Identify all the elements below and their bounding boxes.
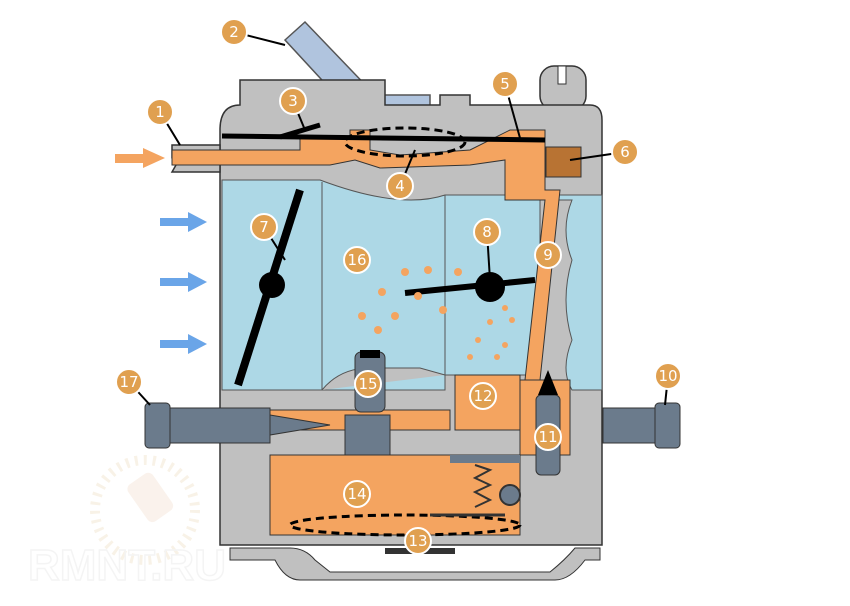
callout-8: 8	[473, 218, 501, 246]
callout-13: 13	[404, 527, 432, 555]
svg-text:2: 2	[229, 23, 239, 41]
callout-2: 2	[220, 18, 248, 46]
callout-9: 9	[534, 241, 562, 269]
callout-6: 6	[611, 138, 639, 166]
choke-valve	[234, 188, 304, 387]
callout-11: 11	[534, 423, 562, 451]
callout-7: 7	[250, 213, 278, 241]
fuel-inlet-arrow	[115, 148, 165, 168]
fuel-droplets	[358, 266, 515, 360]
svg-text:13: 13	[408, 532, 427, 550]
callout-10: 10	[654, 362, 682, 390]
svg-text:17: 17	[119, 373, 138, 391]
svg-text:3: 3	[288, 92, 298, 110]
callout-17: 17	[115, 368, 143, 396]
callout-3: 3	[279, 87, 307, 115]
diaphragm	[221, 122, 546, 537]
watermark-text: RMNT.RU	[28, 541, 226, 590]
svg-text:5: 5	[500, 75, 510, 93]
callout-labels: 1 2 3 4 5 6 7 8 9 10 11 12 13 14 15 16 1…	[115, 18, 682, 555]
svg-text:4: 4	[395, 177, 405, 195]
svg-text:8: 8	[482, 223, 492, 241]
svg-text:1: 1	[155, 103, 165, 121]
svg-text:12: 12	[473, 387, 492, 405]
callout-16: 16	[343, 246, 371, 274]
callout-4: 4	[386, 172, 414, 200]
svg-text:14: 14	[347, 485, 366, 503]
svg-text:6: 6	[620, 143, 630, 161]
high-speed-screw	[602, 402, 681, 449]
svg-text:16: 16	[347, 251, 366, 269]
callout-1: 1	[146, 98, 174, 126]
idle-mixture-screw	[144, 402, 331, 449]
callout-12: 12	[469, 382, 497, 410]
svg-text:7: 7	[259, 218, 269, 236]
svg-text:10: 10	[658, 367, 677, 385]
svg-text:9: 9	[543, 246, 553, 264]
svg-text:11: 11	[538, 428, 557, 446]
callout-15: 15	[354, 370, 382, 398]
watermark-logo: RMNT.RU	[27, 455, 227, 591]
callout-5: 5	[491, 70, 519, 98]
throttle-valve	[404, 272, 536, 302]
svg-text:15: 15	[358, 375, 377, 393]
air-flow-arrows	[160, 212, 207, 354]
callout-14: 14	[343, 480, 371, 508]
fuel-filter-screen	[545, 146, 582, 178]
